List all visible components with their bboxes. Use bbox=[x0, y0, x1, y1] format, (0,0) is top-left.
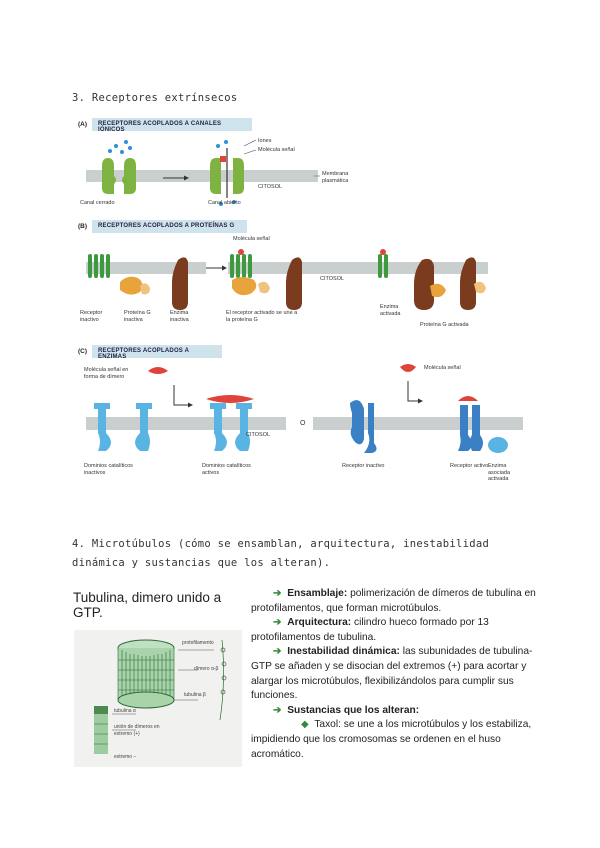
arrow-icon: ➔ bbox=[273, 646, 282, 657]
microtubule-sketch: protofilamento dímero α-β tubulina β tub… bbox=[74, 630, 242, 767]
text-taxol: Taxol: se une a los microtúbulos y los e… bbox=[251, 719, 531, 759]
section-3-heading: 3. Receptores extrínsecos bbox=[72, 92, 238, 104]
label-receptor-activado: El receptor activado se une a la proteín… bbox=[226, 310, 298, 323]
label-enzima-inactiva: Enzima inactiva bbox=[170, 310, 198, 323]
label-molecula-senal-c: Molécula señal bbox=[424, 365, 461, 372]
term-ensamblaje: Ensamblaje: bbox=[287, 588, 347, 599]
label-membrana: Membrana plasmática bbox=[322, 171, 372, 184]
label-receptor-inactivo-c: Receptor inactivo bbox=[342, 463, 385, 470]
label-iones: Iones bbox=[258, 138, 271, 145]
arrow-icon: ➔ bbox=[273, 588, 282, 599]
label-enzima-asociada: Enzima asociada activada bbox=[488, 463, 524, 483]
figure-panel-b: (B) RECEPTORES ACOPLADOS A PROTEÍNAS G M… bbox=[78, 220, 528, 338]
sketch-label-6: extremo − bbox=[114, 754, 136, 761]
figure-panel-a: (A) RECEPTORES ACOPLADOS A CANALES IÓNIC… bbox=[78, 118, 528, 208]
label-proteina-g-inactiva: Proteína G inactiva bbox=[124, 310, 158, 323]
label-molecula-b: Molécula señal bbox=[233, 236, 270, 243]
sketch-label-5: unión de dímeros en extremo (+) bbox=[114, 724, 174, 737]
arrow-icon: ➔ bbox=[273, 617, 282, 628]
label-enzima-activada: Enzima activada bbox=[380, 304, 414, 317]
label-citosol-b: CITOSOL bbox=[320, 276, 344, 283]
microtubule-bullets: ➔ Ensamblaje: polimerización de dímeros … bbox=[251, 587, 541, 762]
sketch-label-4: tubulina α bbox=[114, 708, 136, 715]
sketch-label-3: tubulina β bbox=[184, 692, 206, 699]
label-proteina-g-activada: Proteína G activada bbox=[420, 322, 469, 329]
label-dominios-activos: Dominios catalíticos activos bbox=[202, 463, 264, 476]
term-arquitectura: Arquitectura: bbox=[287, 617, 351, 628]
bullet-ensamblaje: ➔ Ensamblaje: polimerización de dímeros … bbox=[251, 587, 541, 616]
label-canal-abierto: Canal abierto bbox=[208, 200, 241, 207]
label-molecula-dimero: Molécula señal en forma de dímero bbox=[84, 367, 132, 380]
label-citosol-a: CITOSOL bbox=[258, 184, 282, 191]
section-4-heading: 4. Microtúbulos (cómo se ensamblan, arqu… bbox=[72, 535, 532, 573]
label-receptor-activo: Receptor activo bbox=[450, 463, 488, 470]
bullet-arquitectura: ➔ Arquitectura: cilindro hueco formado p… bbox=[251, 616, 541, 645]
bullet-taxol: ◆ Taxol: se une a los microtúbulos y los… bbox=[251, 718, 541, 762]
bullet-sustancias: ➔ Sustancias que los alteran: bbox=[251, 704, 541, 719]
figure-panel-c: (C) RECEPTORES ACOPLADOS A ENZIMAS Moléc… bbox=[78, 345, 528, 495]
label-molecula-a: Molécula señal bbox=[258, 147, 295, 154]
label-dominios-inactivos: Dominios catalíticos inactivos bbox=[84, 463, 146, 476]
term-sustancias: Sustancias que los alteran: bbox=[287, 705, 419, 716]
term-inestabilidad: Inestabilidad dinámica: bbox=[287, 646, 400, 657]
diamond-bullet-icon: ◆ bbox=[301, 719, 309, 730]
sketch-label-2: dímero α-β bbox=[194, 666, 218, 673]
panel-a-diagram bbox=[78, 118, 528, 208]
label-citosol-c: CITOSOL bbox=[246, 432, 270, 439]
label-o: O bbox=[300, 421, 305, 428]
bullet-inestabilidad: ➔ Inestabilidad dinámica: las subunidade… bbox=[251, 645, 541, 703]
arrow-icon: ➔ bbox=[273, 705, 282, 716]
tubulin-caption: Tubulina, dimero unido a GTP. bbox=[73, 590, 243, 620]
sketch-label-1: protofilamento bbox=[182, 640, 214, 647]
label-receptor-inactivo: Receptor inactivo bbox=[80, 310, 114, 323]
label-canal-cerrado: Canal cerrado bbox=[80, 200, 115, 207]
